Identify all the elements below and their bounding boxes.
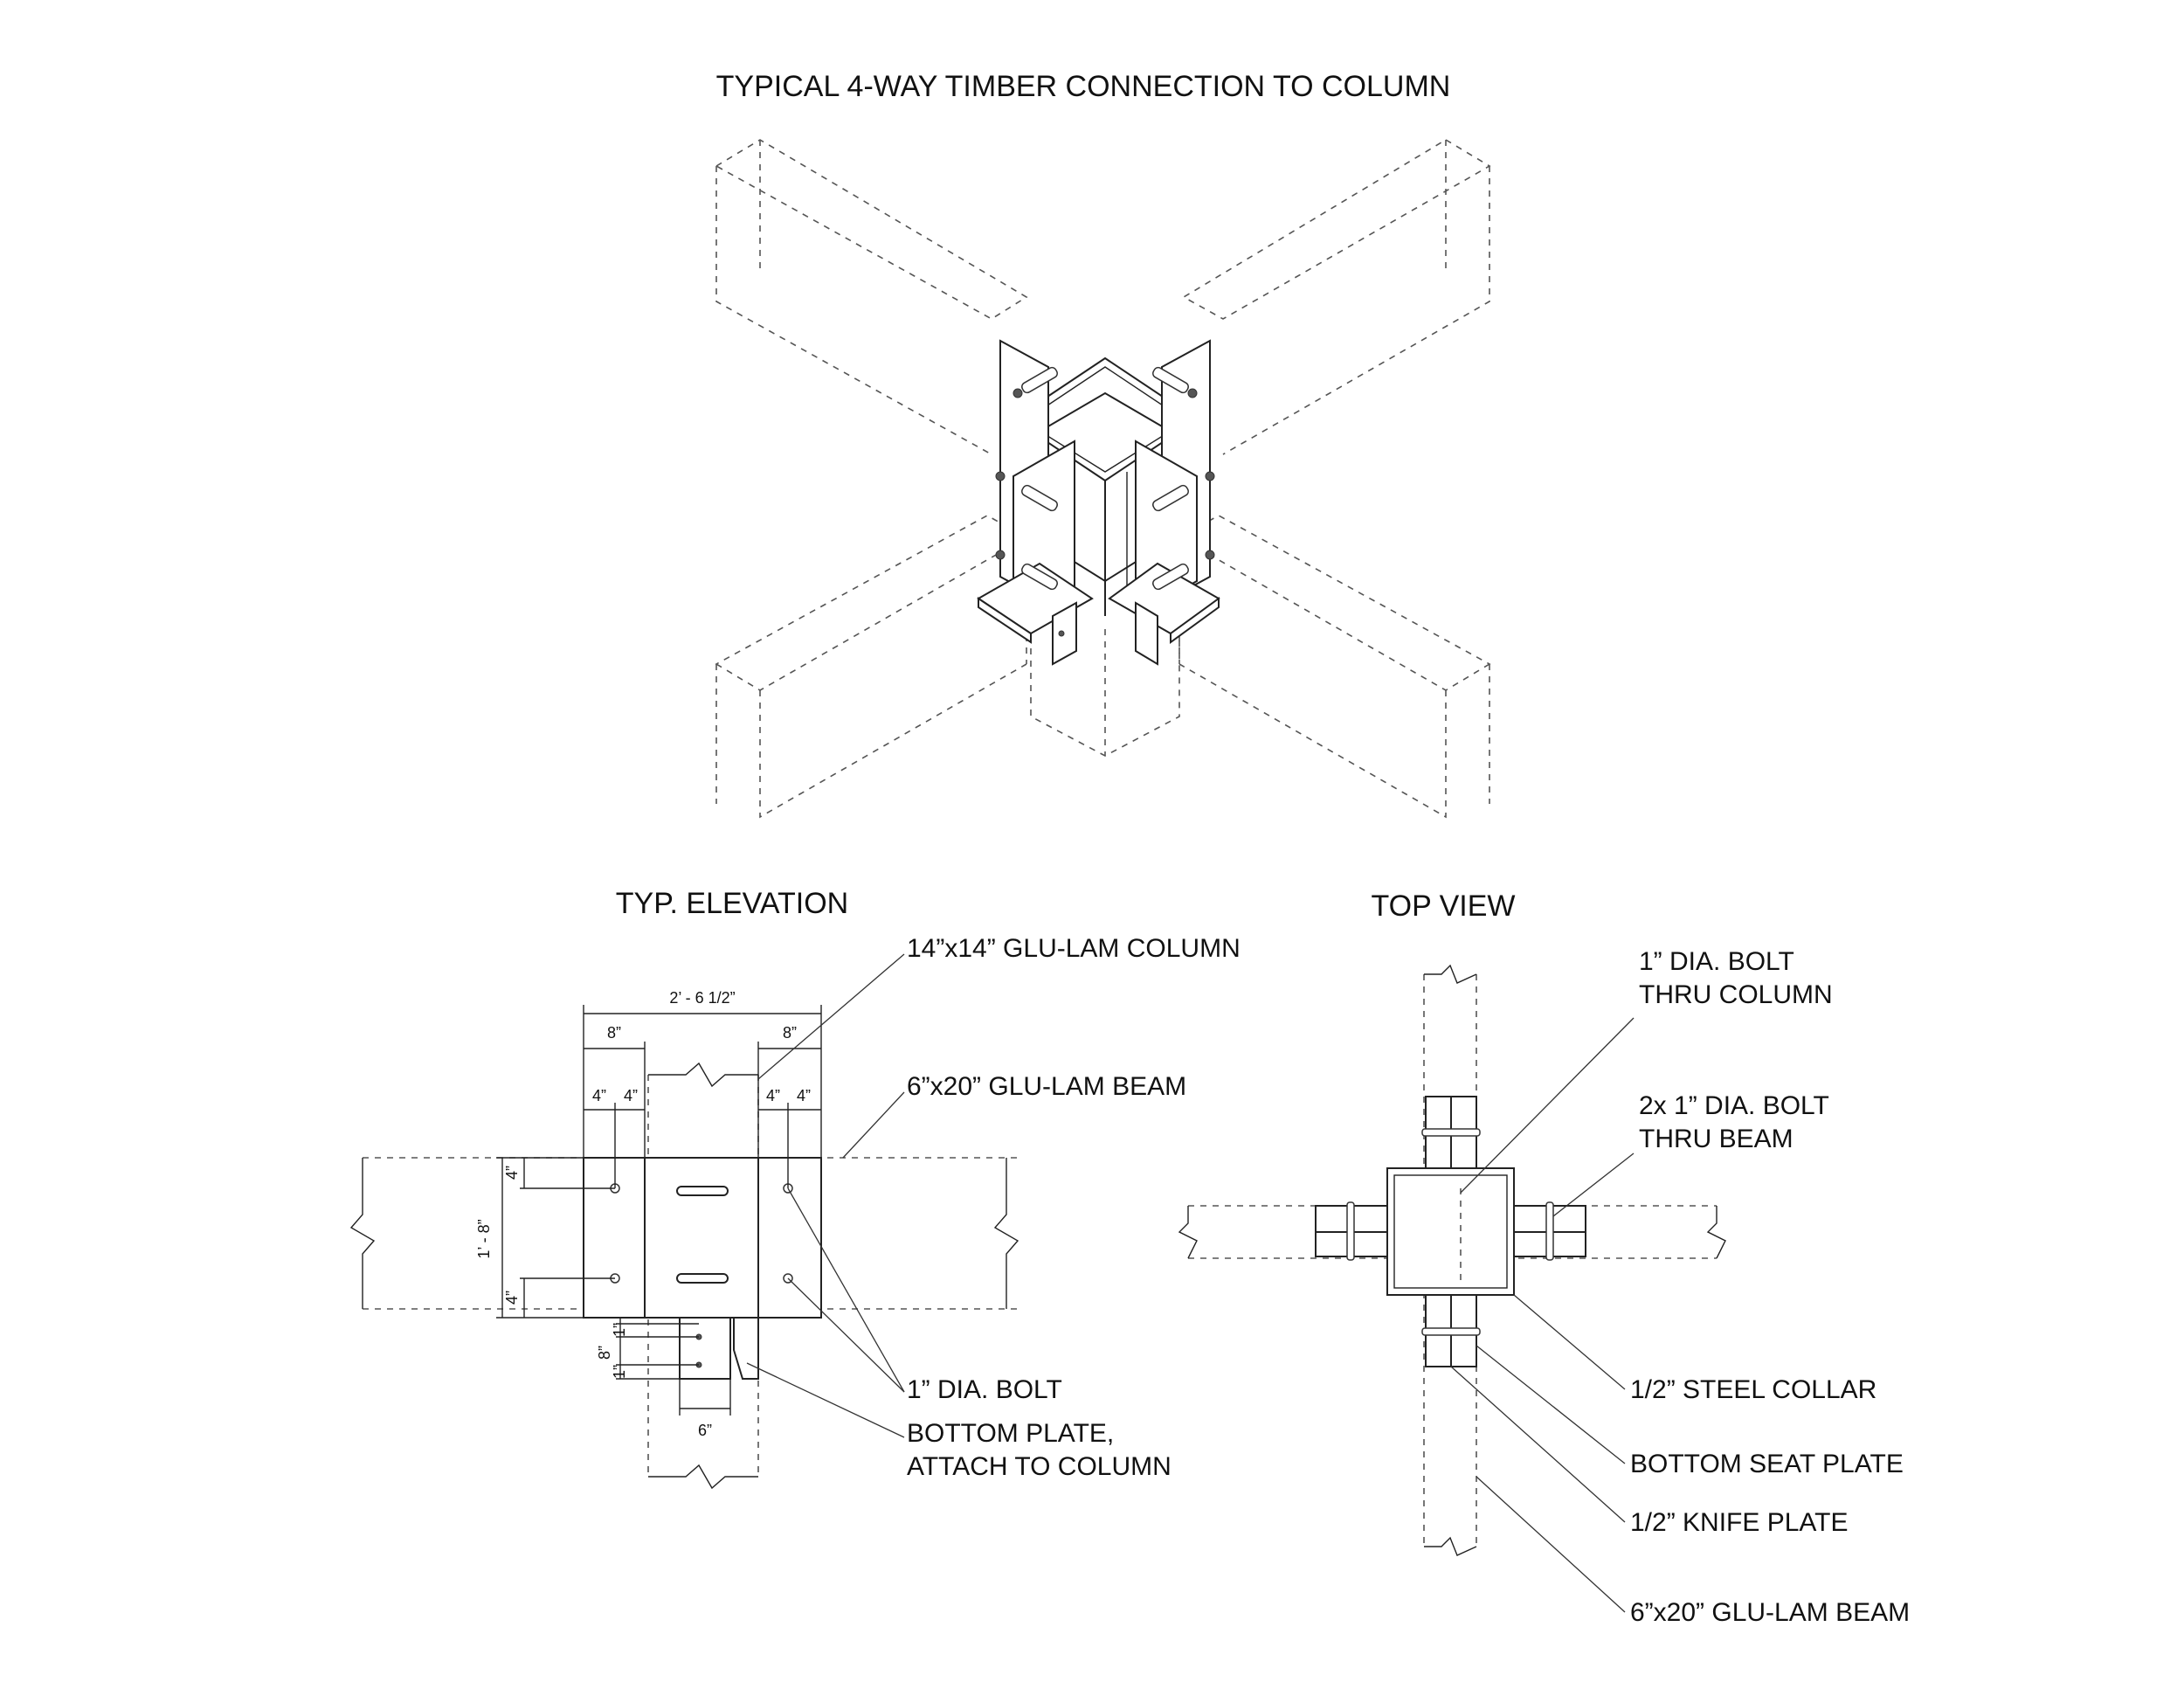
dim-top4: 4” xyxy=(503,1166,521,1180)
dim-height: 1’ - 8” xyxy=(475,1219,493,1258)
top-view: TOP VIEW 1” DIA. BOLT THRU COLUMN 2x 1 xyxy=(1178,889,1910,1627)
label-bottom-plate-1: BOTTOM PLATE, xyxy=(907,1419,1114,1448)
iso-seat-plates xyxy=(977,562,1220,666)
drawing-title: TYPICAL 4-WAY TIMBER CONNECTION TO COLUM… xyxy=(716,70,1451,103)
dim-plate1b: 1” xyxy=(611,1365,628,1379)
elevation-view: TYP. ELEVATION 2’ - 6 xyxy=(349,887,1241,1490)
dim-left-8: 8” xyxy=(607,1024,621,1042)
dim-bot4: 4” xyxy=(503,1291,521,1305)
elevation-heading: TYP. ELEVATION xyxy=(616,887,848,920)
iso-knife-plates xyxy=(999,339,1211,618)
dim-six: 6” xyxy=(698,1422,712,1439)
dim-l4a: 4” xyxy=(592,1087,606,1104)
label-bolt-beam-1: 2x 1” DIA. BOLT xyxy=(1639,1091,1829,1120)
isometric-view xyxy=(715,139,1491,819)
dim-r4a: 4” xyxy=(766,1087,780,1104)
dim-overall: 2’ - 6 1/2” xyxy=(669,989,735,1007)
iso-bolts xyxy=(995,366,1215,591)
elevation-dimensions: 2’ - 6 1/2” 8” 8” 4” 4” 4” 4” 1’ - 8” 4” xyxy=(475,989,822,1439)
dim-right-8: 8” xyxy=(783,1024,797,1042)
dim-l4b: 4” xyxy=(624,1087,638,1104)
label-beam: 6”x20” GLU-LAM BEAM xyxy=(907,1072,1186,1101)
dim-plate1a: 1” xyxy=(611,1323,628,1337)
label-bottom-plate-2: ATTACH TO COLUMN xyxy=(907,1452,1171,1481)
label-bolt-col-1: 1” DIA. BOLT xyxy=(1639,947,1794,976)
label-bolt-col-2: THRU COLUMN xyxy=(1639,980,1833,1009)
label-beam-top: 6”x20” GLU-LAM BEAM xyxy=(1630,1598,1910,1627)
label-bolt-beam-2: THRU BEAM xyxy=(1639,1125,1794,1153)
label-knife: 1/2” KNIFE PLATE xyxy=(1630,1508,1849,1537)
label-seat: BOTTOM SEAT PLATE xyxy=(1630,1450,1904,1478)
label-collar: 1/2” STEEL COLLAR xyxy=(1630,1375,1876,1404)
dim-r4b: 4” xyxy=(797,1087,811,1104)
label-bolt: 1” DIA. BOLT xyxy=(907,1375,1062,1404)
label-column: 14”x14” GLU-LAM COLUMN xyxy=(907,934,1241,963)
dim-plate8: 8” xyxy=(596,1346,613,1360)
top-view-heading: TOP VIEW xyxy=(1371,889,1515,923)
